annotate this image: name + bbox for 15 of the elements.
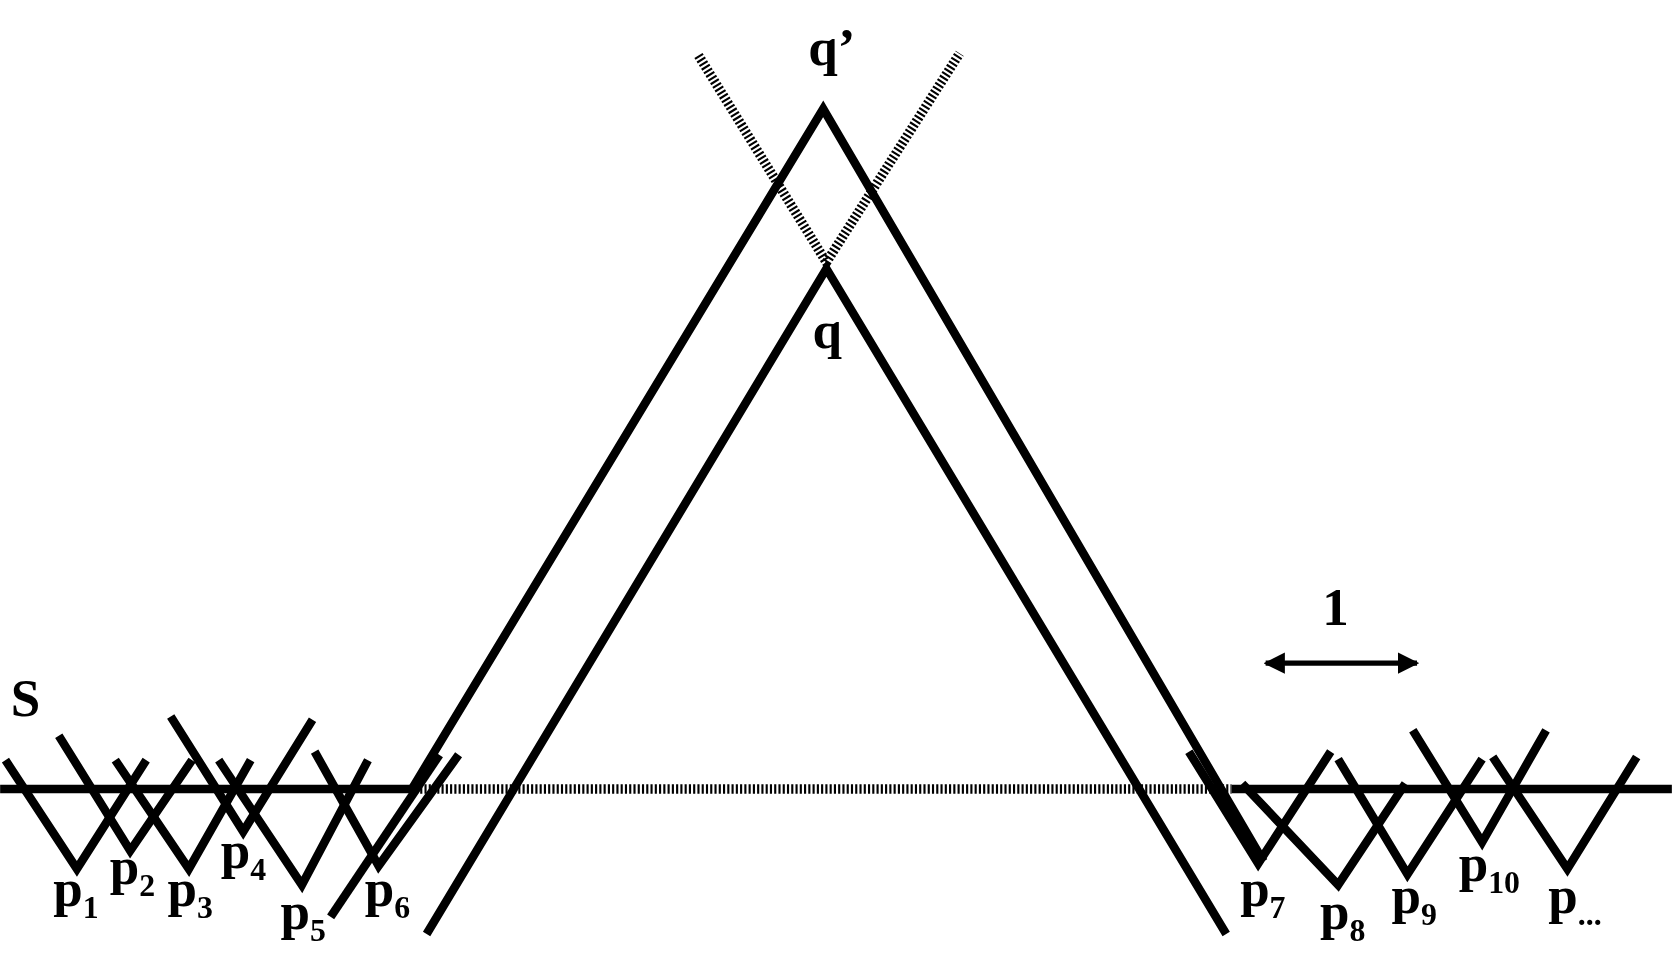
point-label: p$_{7}$ — [1240, 861, 1286, 923]
point-label: p$_{10}$ — [1458, 837, 1520, 899]
point-label: p$_{2}$ — [109, 840, 156, 902]
point-label: p$_{6}$ — [364, 861, 411, 923]
point-label: p$_{9}$ — [1391, 869, 1437, 931]
dimension-label: 1 — [1322, 581, 1349, 635]
point-label: p$_{8}$ — [1320, 885, 1366, 947]
point-label: p$_{3}$ — [167, 861, 213, 923]
point-label: p$_{4}$ — [220, 824, 267, 886]
point-label: p$_{5}$ — [280, 885, 326, 947]
set-label: S — [10, 671, 41, 725]
point-label: q’ — [808, 21, 856, 75]
point-label: p$_{...}$ — [1548, 869, 1602, 931]
point-label: p$_{1}$ — [53, 861, 99, 923]
point-label: q — [812, 303, 842, 357]
